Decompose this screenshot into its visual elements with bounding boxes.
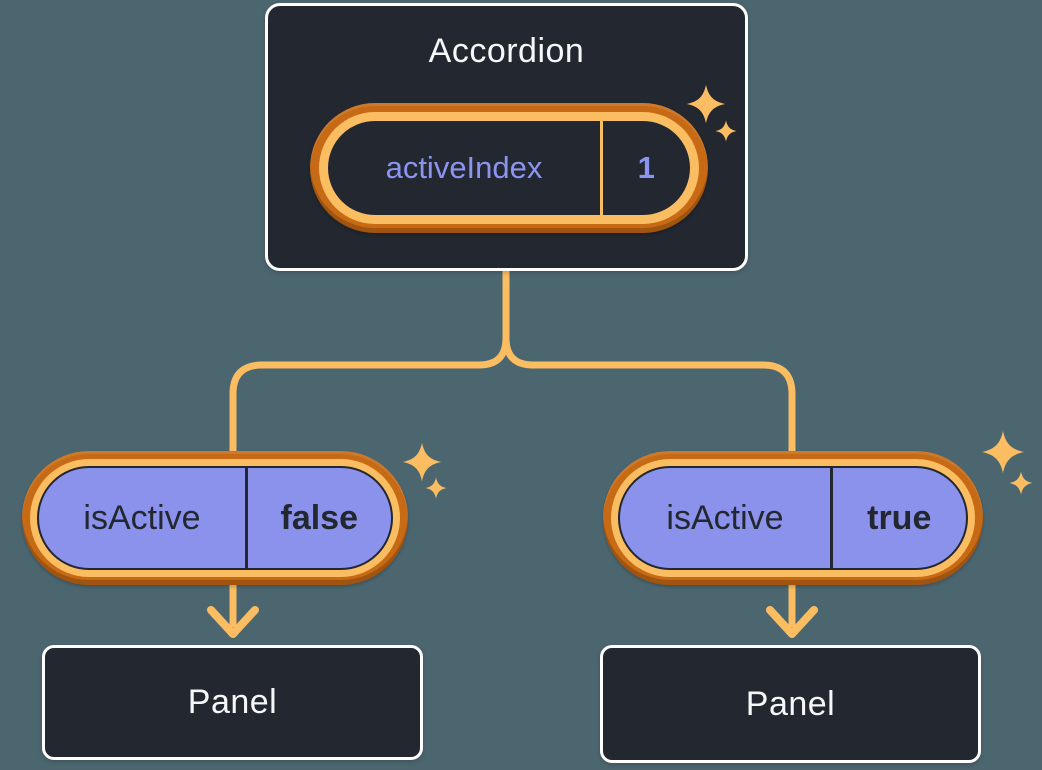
pill-divider — [600, 121, 603, 215]
panel-node-right: Panel — [600, 645, 981, 763]
panel-node-left: Panel — [42, 645, 423, 760]
prop-pill-isactive-false: isActive false — [22, 451, 408, 585]
prop-value-label: true — [867, 498, 932, 537]
prop-name-label: isActive — [666, 498, 784, 537]
prop-pill-isactive-true: isActive true — [603, 451, 983, 585]
arrow-down-icon — [207, 606, 259, 638]
sparkles-icon — [981, 430, 1033, 495]
tree-connector-right — [502, 267, 796, 628]
sparkles-icon — [402, 442, 447, 499]
prop-pill-core: isActive true — [618, 466, 968, 570]
state-pill-core: activeIndex 1 — [328, 121, 690, 215]
prop-value-label: false — [280, 498, 359, 537]
state-value-label: 1 — [637, 150, 655, 185]
prop-pill-inner-ring: isActive true — [611, 459, 975, 577]
prop-pill-core: isActive false — [37, 466, 393, 570]
pill-divider — [245, 468, 248, 568]
pill-divider — [830, 468, 833, 568]
prop-name-label: isActive — [83, 498, 201, 537]
sparkles-icon — [686, 84, 737, 142]
state-pill-inner-ring: activeIndex 1 — [319, 112, 699, 224]
state-pill-activeindex: activeIndex 1 — [310, 103, 708, 233]
prop-pill-inner-ring: isActive false — [30, 459, 400, 577]
state-name-label: activeIndex — [385, 150, 543, 185]
arrow-down-icon — [766, 606, 818, 638]
accordion-title: Accordion — [428, 32, 585, 70]
